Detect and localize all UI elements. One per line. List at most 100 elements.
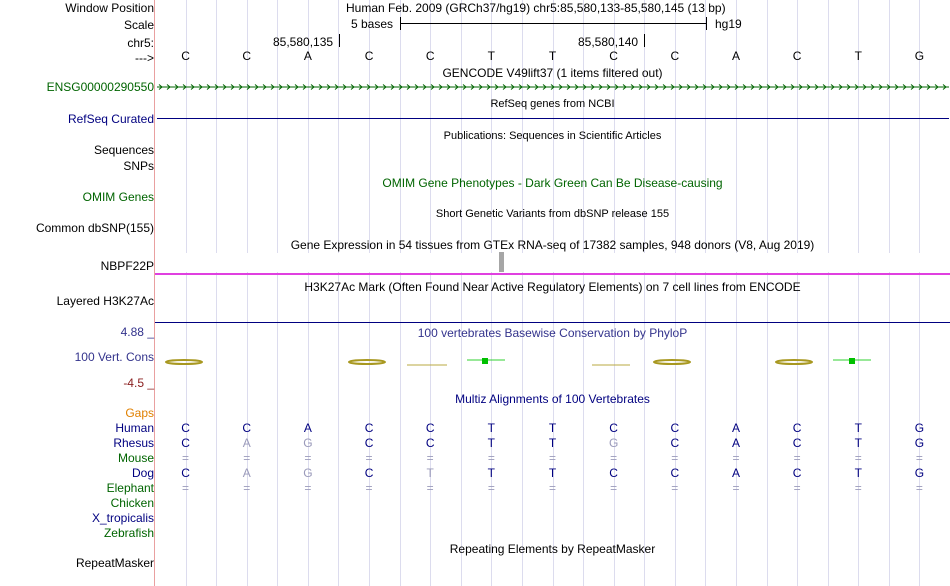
dbsnp-track-label[interactable]: Common dbSNP(155) (35, 221, 154, 235)
grid-line (460, 0, 462, 586)
omim-track-title[interactable]: OMIM Gene Phenotypes - Dark Green Can Be… (382, 176, 723, 190)
alignment-base: A (731, 421, 740, 435)
repeatmasker-track-title[interactable]: Repeating Elements by RepeatMasker (449, 542, 656, 556)
phylop-signal-plot[interactable] (155, 352, 950, 372)
base-grid (155, 0, 950, 586)
species-label[interactable]: Rhesus (113, 436, 154, 450)
grid-line (919, 0, 921, 586)
alignment-base: C (181, 421, 190, 435)
alignment-base: T (426, 466, 434, 480)
alignment-base: = (487, 451, 495, 465)
gtex-track-label[interactable]: NBPF22P (100, 259, 154, 273)
window-position-label: Window Position (65, 1, 154, 15)
grid-line (338, 0, 340, 586)
grid-line (644, 0, 646, 586)
grid-line (246, 0, 248, 586)
alignment-base: = (487, 481, 495, 495)
coord-label-1: 85,580,135 (273, 35, 334, 49)
sequence-base: C (242, 49, 252, 63)
sequence-base: C (609, 49, 618, 63)
alignment-base: = (243, 451, 251, 465)
gtex-gene-bar[interactable] (157, 253, 949, 272)
scale-bar (400, 17, 707, 31)
alignment-base: T (854, 421, 862, 435)
omim-track-label[interactable]: OMIM Genes (82, 190, 154, 204)
alignment-base: G (914, 436, 925, 450)
alignment-base: T (854, 436, 862, 450)
alignment-base: = (548, 481, 556, 495)
alignment-base: = (732, 481, 740, 495)
gtex-expression-marker[interactable] (499, 252, 504, 272)
sequence-base: C (181, 49, 190, 63)
grid-line (705, 0, 707, 586)
sequence-base: T (854, 49, 862, 63)
dbsnp-track-title[interactable]: Short Genetic Variants from dbSNP releas… (435, 208, 670, 220)
multiz-track-title[interactable]: Multiz Alignments of 100 Vertebrates (455, 392, 650, 406)
phylop-max-label: 4.88 _ (120, 325, 154, 339)
sequence-base: C (670, 49, 680, 63)
coord-tick-2 (644, 34, 645, 47)
alignment-base: C (609, 421, 618, 435)
alignment-base: G (914, 466, 925, 480)
refseq-track-label[interactable]: RefSeq Curated (67, 112, 154, 126)
phylop-min-label: -4.5 _ (123, 376, 154, 390)
alignment-base: = (365, 481, 373, 495)
species-label[interactable]: Mouse (117, 451, 154, 465)
window-position-value[interactable]: Human Feb. 2009 (GRCh37/hg19) chr5:85,58… (346, 1, 726, 15)
grid-line (797, 0, 799, 586)
publications-track-title[interactable]: Publications: Sequences in Scientific Ar… (443, 130, 662, 142)
scale-value: 5 bases (351, 17, 394, 31)
grid-line (888, 0, 890, 586)
grid-line (491, 0, 493, 586)
sequence-base: A (303, 49, 312, 63)
coord-tick-1 (339, 34, 340, 47)
gencode-gene-feature[interactable] (157, 81, 949, 93)
species-label[interactable]: Elephant (106, 481, 154, 495)
alignment-base: G (303, 466, 313, 480)
alignment-base: = (671, 481, 679, 495)
grid-line (216, 0, 218, 586)
alignment-base: C (425, 436, 435, 450)
phylop-track-label[interactable]: 100 Vert. Cons (74, 350, 154, 364)
phylop-track-title[interactable]: 100 vertebrates Basewise Conservation by… (417, 326, 688, 340)
alignment-base: A (731, 436, 740, 450)
species-label[interactable]: X_tropicalis (91, 511, 154, 525)
gencode-item-label[interactable]: ENSG00000290550 (46, 80, 154, 94)
species-label[interactable]: Human (115, 421, 154, 435)
alignment-base: = (182, 451, 190, 465)
h3k27ac-track-label[interactable]: Layered H3K27Ac (56, 294, 154, 308)
alignment-base: C (670, 421, 680, 435)
grid-line (369, 0, 371, 586)
grid-line (766, 0, 768, 586)
refseq-track-title[interactable]: RefSeq genes from NCBI (490, 98, 615, 110)
alignment-base: C (792, 436, 802, 450)
snps-track-label[interactable]: SNPs (123, 159, 154, 173)
alignment-base: = (182, 481, 190, 495)
gtex-track-title[interactable]: Gene Expression in 54 tissues from GTEx … (290, 238, 815, 252)
grid-line (674, 0, 676, 586)
grid-line (858, 0, 860, 586)
grid-line (827, 0, 829, 586)
refseq-gene-line[interactable] (157, 118, 949, 119)
alignment-base: C (364, 436, 374, 450)
species-label[interactable]: Zebrafish (103, 526, 154, 540)
alignment-base: C (670, 466, 680, 480)
grid-line (583, 0, 585, 586)
alignment-base: G (914, 421, 925, 435)
alignment-base: A (303, 421, 312, 435)
alignment-base: T (487, 466, 496, 480)
species-label[interactable]: Dog (131, 466, 154, 480)
grid-line (552, 0, 554, 586)
species-label[interactable]: Chicken (110, 496, 154, 510)
sequences-track-label[interactable]: Sequences (93, 143, 154, 157)
alignment-base: G (303, 436, 313, 450)
grid-line (521, 0, 523, 586)
repeatmasker-track-label[interactable]: RepeatMasker (75, 556, 154, 570)
h3k27ac-track-title[interactable]: H3K27Ac Mark (Often Found Near Active Re… (304, 280, 801, 294)
alignment-base: = (304, 451, 312, 465)
gencode-track-title[interactable]: GENCODE V49lift37 (1 items filtered out) (442, 66, 663, 80)
grid-line (613, 0, 615, 586)
alignment-base: = (243, 481, 251, 495)
alignment-base: G (608, 436, 619, 450)
alignment-base: T (548, 421, 557, 435)
